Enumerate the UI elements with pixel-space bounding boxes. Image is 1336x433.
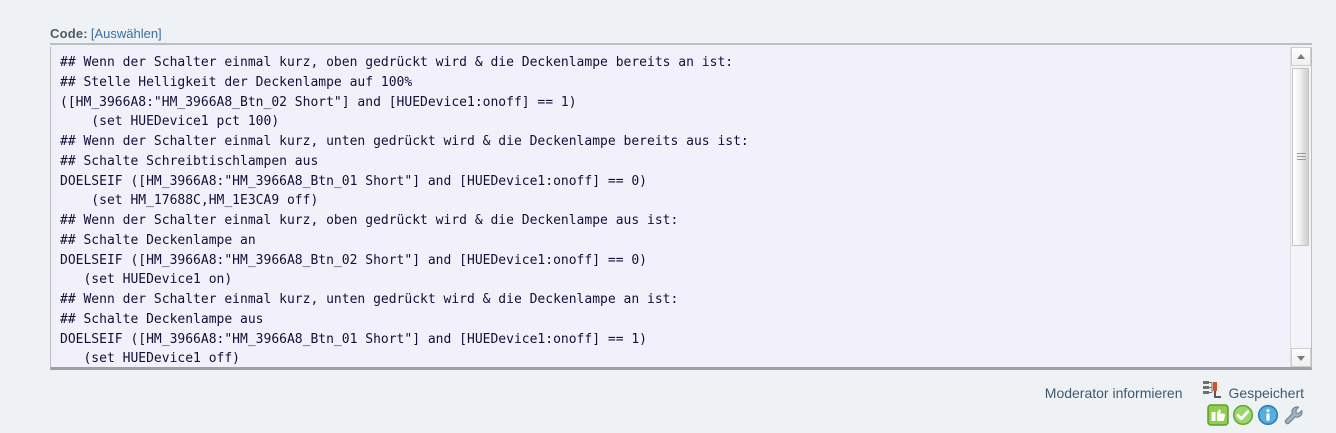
scrollbar-track[interactable] bbox=[1291, 66, 1311, 348]
footer-links-row: Moderator informieren Gespeichert bbox=[1045, 380, 1304, 405]
report-to-moderator-link[interactable]: Moderator informieren bbox=[1044, 384, 1183, 401]
chevron-down-icon bbox=[1297, 355, 1305, 361]
code-block-body: ## Wenn der Schalter einmal kurz, oben g… bbox=[50, 47, 1312, 370]
code-block-header: Code:[Auswählen] bbox=[50, 26, 1312, 45]
code-scrollbar[interactable] bbox=[1290, 47, 1311, 367]
scroll-down-arrow-icon[interactable] bbox=[1291, 348, 1311, 367]
chevron-up-icon bbox=[1297, 53, 1305, 59]
scroll-up-arrow-icon[interactable] bbox=[1291, 47, 1311, 66]
post-footer: Moderator informieren Gespeichert bbox=[0, 374, 1336, 433]
post-action-icons bbox=[1207, 404, 1304, 426]
saved-label: Gespeichert bbox=[1228, 384, 1304, 401]
select-code-link[interactable]: [Auswählen] bbox=[90, 26, 162, 41]
grip-lines-icon bbox=[1296, 153, 1306, 162]
code-label: Code: bbox=[50, 26, 88, 41]
check-circle-icon[interactable] bbox=[1232, 404, 1254, 426]
code-scroll-viewport[interactable]: ## Wenn der Schalter einmal kurz, oben g… bbox=[51, 47, 1289, 367]
scrollbar-thumb[interactable] bbox=[1292, 68, 1309, 246]
info-circle-icon[interactable] bbox=[1257, 404, 1279, 426]
thumbs-up-icon[interactable] bbox=[1207, 404, 1229, 426]
code-content: ## Wenn der Schalter einmal kurz, oben g… bbox=[60, 55, 749, 367]
tree-hierarchy-icon bbox=[1202, 380, 1224, 405]
saved-status: Gespeichert bbox=[1202, 380, 1304, 405]
wrench-icon[interactable] bbox=[1282, 404, 1304, 426]
